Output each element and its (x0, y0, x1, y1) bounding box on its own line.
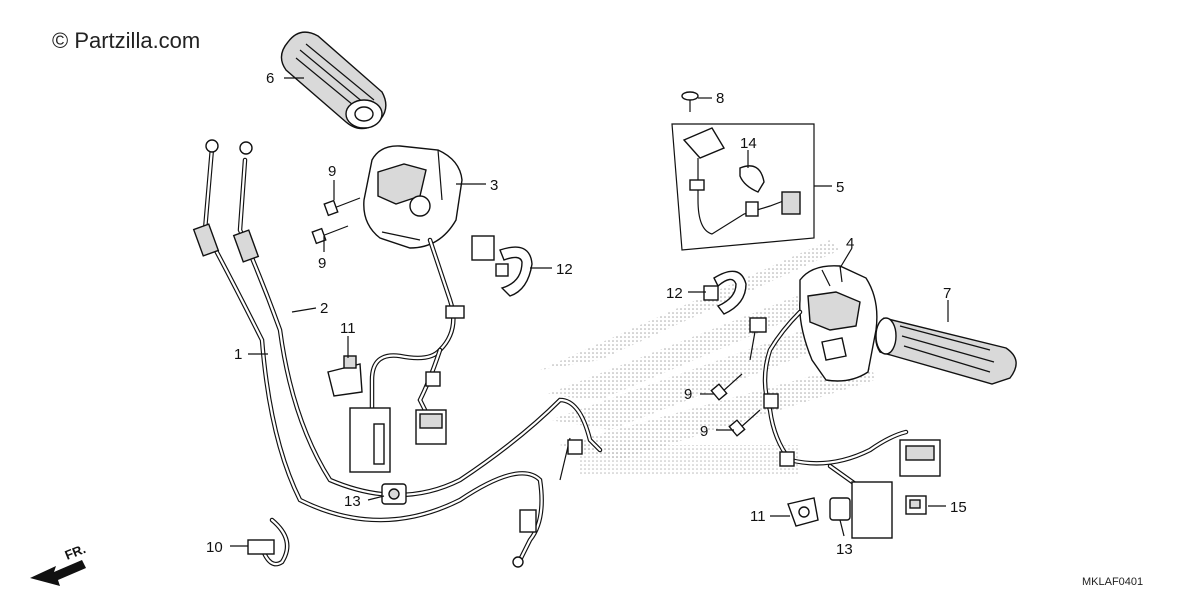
cord-clamp-left[interactable] (327, 355, 363, 397)
wire-clip-right[interactable] (829, 497, 851, 521)
callout-13-left: 13 (344, 493, 361, 510)
screw-9-lower-right[interactable] (728, 409, 761, 437)
callout-10: 10 (206, 539, 223, 556)
front-direction-arrow: FR. (30, 541, 88, 586)
wire-clip-14[interactable] (739, 165, 765, 193)
callout-9-upper-left: 9 (328, 163, 336, 180)
callout-8: 8 (716, 90, 724, 107)
callout-6: 6 (266, 70, 274, 87)
callout-9-lower-left: 9 (318, 255, 326, 272)
left-coupler-large[interactable] (349, 407, 391, 473)
callout-3: 3 (490, 177, 498, 194)
left-throttle-grip[interactable] (280, 31, 387, 130)
callout-5: 5 (836, 179, 844, 196)
callout-1: 1 (234, 346, 242, 363)
callout-12-left: 12 (556, 261, 573, 278)
screw-9-lower-left[interactable] (311, 225, 349, 245)
callout-11-right: 11 (750, 508, 766, 525)
left-coupler-small[interactable] (415, 409, 447, 445)
callout-9-upper-right: 9 (684, 386, 692, 403)
wire-clip-left[interactable] (381, 483, 407, 505)
cord-clamp-right[interactable] (787, 497, 819, 527)
right-switch-housing[interactable] (799, 265, 878, 382)
left-switch-housing[interactable] (363, 145, 463, 249)
diagram-code: MKLAF0401 (1082, 576, 1143, 588)
callout-12-right: 12 (666, 285, 683, 302)
right-wiring-harness[interactable] (749, 309, 909, 489)
brand-watermark (540, 240, 875, 475)
right-grip[interactable] (875, 317, 1017, 385)
callout-4: 4 (846, 235, 854, 252)
throttle-cable-2[interactable] (232, 141, 603, 498)
callout-15: 15 (950, 499, 967, 516)
right-coupler-small[interactable] (899, 439, 941, 477)
screw-9-upper-right[interactable] (710, 373, 743, 401)
brake-switch-5[interactable] (682, 127, 801, 235)
callout-2: 2 (320, 300, 328, 317)
right-coupler-large[interactable] (851, 481, 893, 539)
left-wiring-harness[interactable] (369, 237, 465, 413)
throttle-cable-1[interactable] (192, 139, 544, 568)
front-direction-label: FR. (63, 541, 88, 563)
callout-9-lower-right: 9 (700, 423, 708, 440)
callout-7: 7 (943, 285, 951, 302)
wire-clip-15[interactable] (905, 495, 927, 515)
copyright-watermark: © Partzilla.com (52, 28, 200, 53)
screw-8[interactable] (681, 91, 699, 112)
leader-lines (230, 77, 949, 547)
cable-band-clamp[interactable] (247, 517, 290, 567)
callout-11-left: 11 (340, 320, 356, 337)
callout-13-right: 13 (836, 541, 853, 558)
screw-9-upper-left[interactable] (323, 197, 361, 217)
callout-14: 14 (740, 135, 757, 152)
wire-band-left[interactable] (471, 235, 533, 297)
switch-assembly-box (671, 123, 815, 251)
wire-band-right[interactable] (703, 270, 747, 315)
